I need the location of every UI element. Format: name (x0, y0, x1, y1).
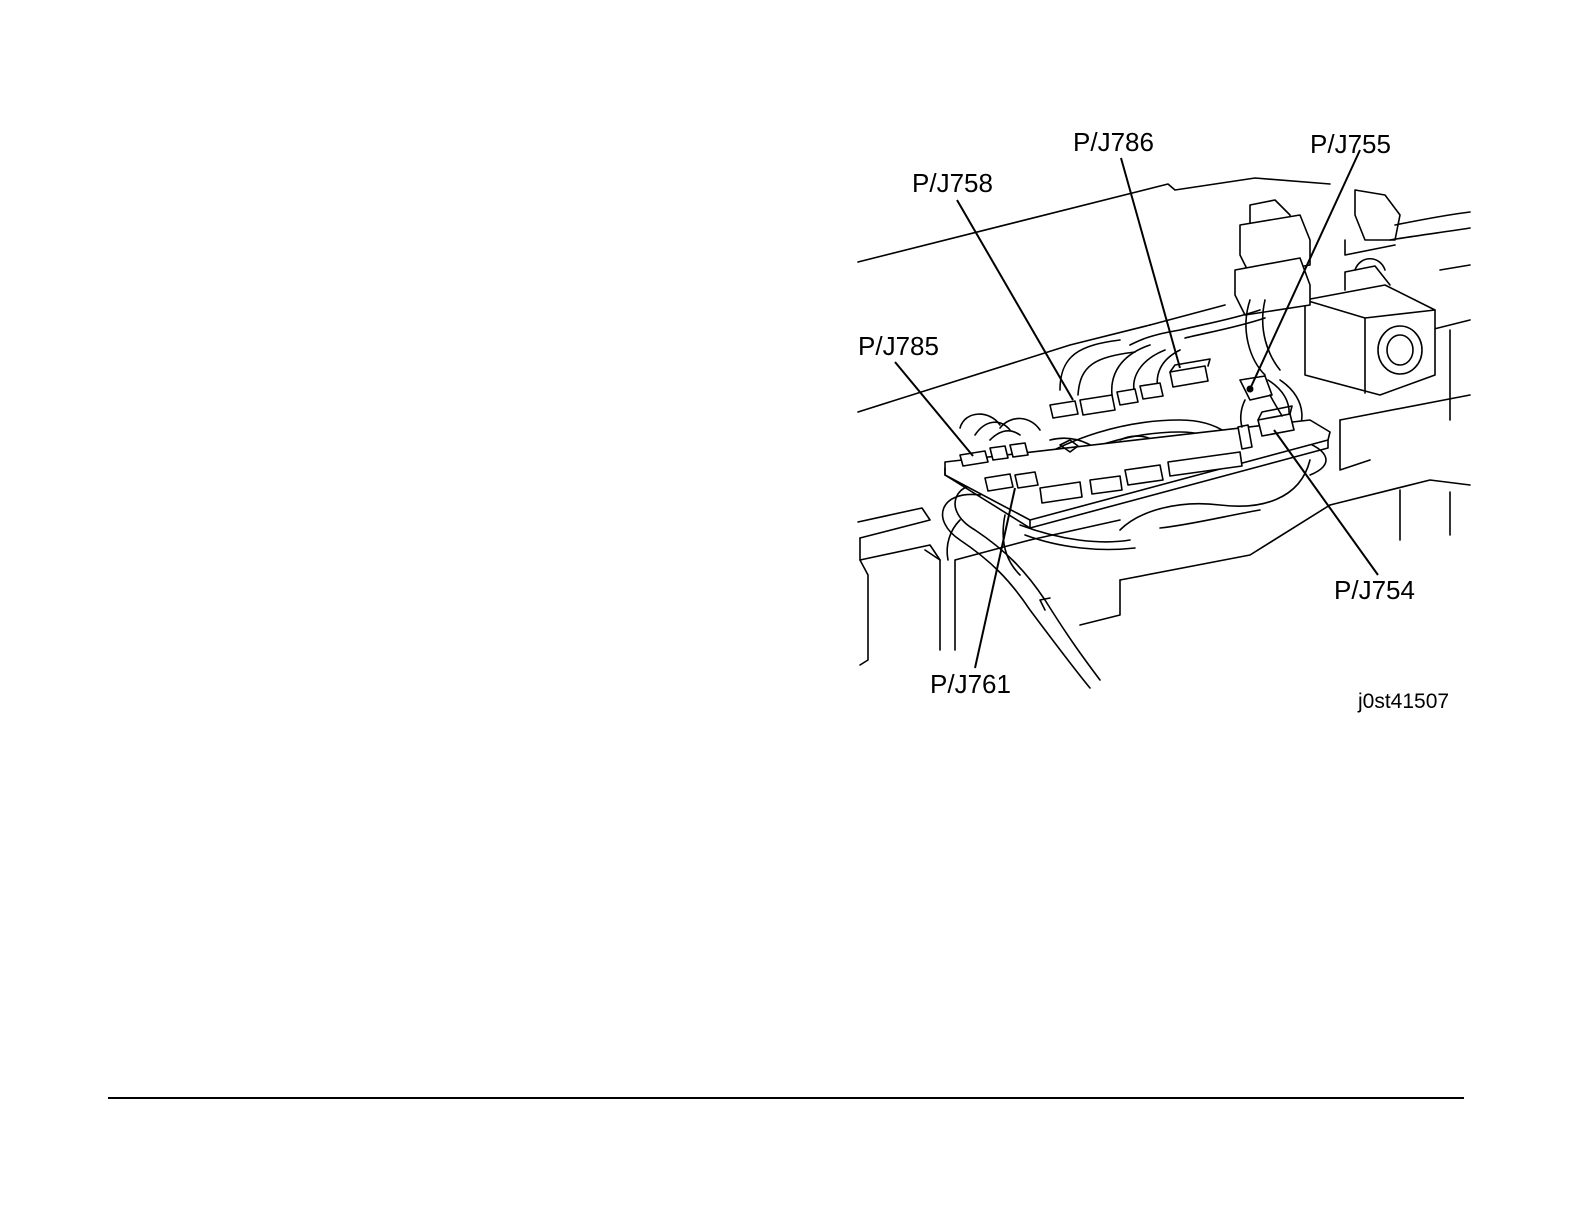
leader-pj761 (975, 488, 1015, 668)
label-pj786: P/J786 (1073, 127, 1154, 157)
leader-pj755-dot (1247, 386, 1254, 393)
label-pj754: P/J754 (1334, 575, 1415, 605)
leader-pj785 (895, 362, 973, 456)
leader-pj754 (1274, 430, 1378, 575)
label-pj761: P/J761 (930, 669, 1011, 699)
leader-pj758 (957, 200, 1073, 400)
label-pj785: P/J785 (858, 331, 939, 361)
label-pj758: P/J758 (912, 168, 993, 198)
figure-id: j0st41507 (1357, 690, 1449, 713)
label-pj755: P/J755 (1310, 129, 1391, 159)
motor-assembly (1305, 259, 1435, 395)
footer-rule (108, 1097, 1464, 1099)
